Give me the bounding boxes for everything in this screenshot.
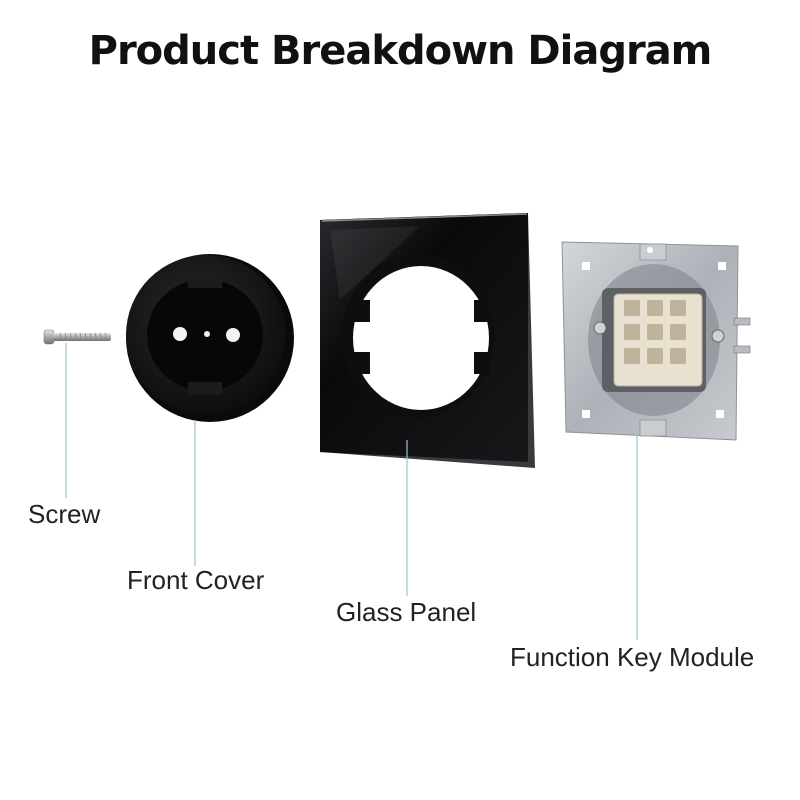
leader-lines [65,343,638,640]
front-cover-label: Front Cover [127,565,265,595]
glass-panel-label: Glass Panel [336,597,477,627]
function-key-module [561,241,751,441]
function-key-module-label: Function Key Module [510,642,755,672]
page-title: Product Breakdown Diagram [88,28,713,74]
screw-label: Screw [28,499,101,529]
front-cover [126,254,294,422]
glass-panel [320,213,535,468]
screw [43,329,111,345]
